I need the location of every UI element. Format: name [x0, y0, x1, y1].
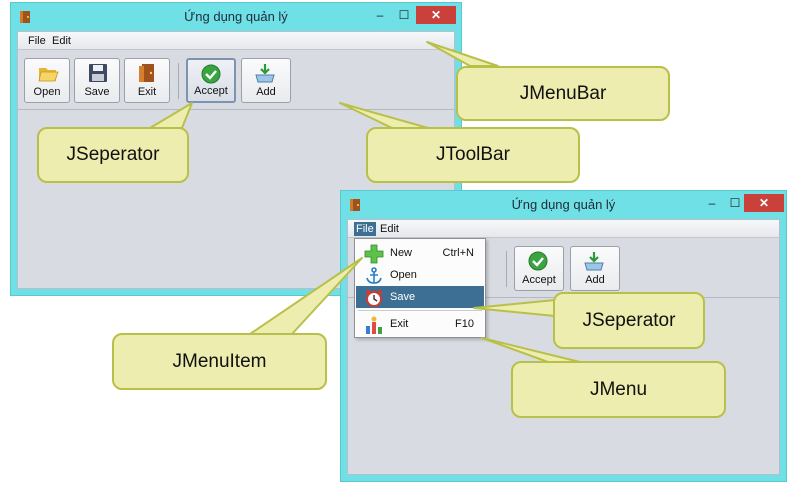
accept-label: Accept: [522, 274, 556, 286]
menu-edit[interactable]: Edit: [380, 223, 399, 235]
menu-file[interactable]: File: [28, 35, 46, 47]
pointer-jmenubar: [426, 41, 499, 67]
menu-item-new[interactable]: New Ctrl+N: [356, 242, 484, 264]
menu-bar: File Edit: [18, 32, 454, 50]
add-tray-icon: [584, 252, 604, 271]
callout-text: JToolBar: [436, 144, 510, 165]
pointer-jmenuitem: [249, 257, 363, 335]
save-label: Save: [84, 86, 110, 98]
pointer-jtoolbar: [339, 102, 429, 129]
exit-label: Exit: [137, 86, 157, 98]
open-button[interactable]: Open: [24, 58, 70, 103]
callout-text: JMenuItem: [172, 350, 267, 372]
callout-jseperator-toolbar: JSeperator: [37, 127, 189, 183]
menu-item-exit[interactable]: Exit F10: [356, 313, 484, 335]
pointer-jseperator-toolbar: [149, 102, 193, 129]
menu-item-label: New: [390, 247, 413, 259]
menu-bar: File Edit: [348, 220, 779, 238]
callout-jtoolbar: JToolBar: [366, 127, 580, 183]
callout-text: JSeperator: [582, 309, 676, 331]
title-bar[interactable]: Ứng dụng quản lý – ☐ ✕: [341, 191, 786, 219]
minimize-button[interactable]: –: [708, 196, 716, 210]
toolbar-separator: [506, 251, 507, 287]
menu-file[interactable]: File: [354, 222, 376, 236]
menu-edit[interactable]: Edit: [52, 35, 71, 47]
file-menu-dropdown: New Ctrl+N Open Save Exit F10: [354, 238, 486, 338]
tool-bar: Open Save Exit Accept Add: [18, 51, 454, 110]
close-button[interactable]: ✕: [416, 6, 456, 24]
add-tray-icon: [255, 64, 275, 83]
accept-label: Accept: [194, 85, 228, 97]
menu-item-accelerator: F10: [455, 318, 474, 330]
add-button[interactable]: Add: [570, 246, 620, 291]
app-door-icon: [20, 11, 30, 23]
pointer-jseperator-menu: [473, 299, 556, 317]
window-title: Ứng dụng quản lý: [511, 197, 616, 212]
menu-separator: [358, 310, 482, 311]
minimize-button[interactable]: –: [376, 8, 384, 22]
exit-button[interactable]: Exit: [124, 58, 170, 103]
maximize-button[interactable]: ☐: [398, 8, 410, 22]
floppy-disk-icon: [89, 64, 107, 82]
menu-item-open[interactable]: Open: [356, 264, 484, 286]
accept-button[interactable]: Accept: [514, 246, 564, 291]
folder-open-icon: [38, 68, 59, 82]
title-bar[interactable]: Ứng dụng quản lý – ☐ ✕: [11, 3, 461, 31]
callout-text: JMenuBar: [519, 82, 607, 104]
green-check-icon: [528, 251, 548, 271]
menu-item-label: Save: [390, 291, 416, 303]
anchor-icon: [366, 267, 382, 284]
open-label: Open: [33, 86, 61, 98]
green-check-icon: [201, 64, 221, 84]
callout-jmenuitem: JMenuItem: [112, 333, 327, 390]
add-label: Add: [585, 274, 605, 286]
callout-jseperator-menu: JSeperator: [553, 292, 705, 349]
callout-jmenu: JMenu: [511, 361, 726, 418]
app-door-icon: [350, 199, 360, 211]
window-title: Ứng dụng quản lý: [184, 9, 288, 24]
menu-item-label: Open: [390, 269, 417, 281]
add-button[interactable]: Add: [241, 58, 291, 103]
maximize-button[interactable]: ☐: [729, 196, 741, 210]
menu-item-save[interactable]: Save: [356, 286, 484, 308]
alarm-clock-icon: [366, 290, 382, 307]
bar-chart-icon: [366, 316, 382, 334]
close-button[interactable]: ✕: [744, 194, 784, 212]
callout-text: JSeperator: [66, 144, 160, 165]
callout-text: JMenu: [589, 378, 648, 400]
green-plus-icon: [364, 244, 384, 264]
accept-button[interactable]: Accept: [186, 58, 236, 103]
exit-door-icon: [139, 64, 154, 82]
callout-jmenubar: JMenuBar: [456, 66, 670, 121]
save-button[interactable]: Save: [74, 58, 120, 103]
add-label: Add: [256, 86, 276, 98]
app-window-menu-open: Ứng dụng quản lý – ☐ ✕ File Edit t Accep…: [340, 190, 787, 482]
menu-item-label: Exit: [390, 318, 409, 330]
toolbar-separator: [178, 63, 179, 99]
menu-item-accelerator: Ctrl+N: [442, 247, 474, 259]
